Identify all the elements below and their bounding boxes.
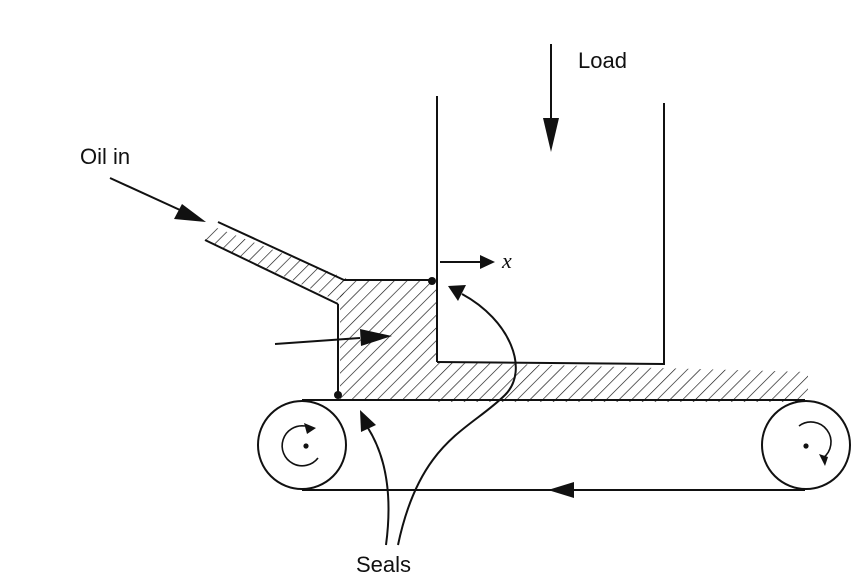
oil-region — [205, 226, 808, 402]
left-roller — [257, 400, 347, 490]
right-roller — [761, 400, 851, 490]
oil-reservoir — [340, 280, 436, 400]
feed-pipe — [204, 221, 345, 305]
load-block — [436, 96, 665, 365]
seal-bottom — [334, 391, 342, 399]
moving-belt — [257, 399, 851, 498]
load-arrow — [543, 44, 559, 152]
load-label: Load — [578, 48, 627, 73]
x-axis-arrow — [440, 255, 495, 269]
x-axis-label: x — [501, 248, 512, 273]
pressure-arrow — [274, 329, 392, 346]
housing-outline — [337, 279, 432, 394]
seals-label: Seals — [356, 552, 411, 577]
seal-top — [428, 277, 436, 285]
oil-in-label: Oil in — [80, 144, 130, 169]
belt-return-arrow — [548, 482, 574, 498]
oil-film — [436, 362, 808, 402]
seal-leaders — [360, 285, 517, 546]
oil-in-arrow — [109, 177, 206, 222]
oil-feed-channel — [205, 226, 350, 302]
